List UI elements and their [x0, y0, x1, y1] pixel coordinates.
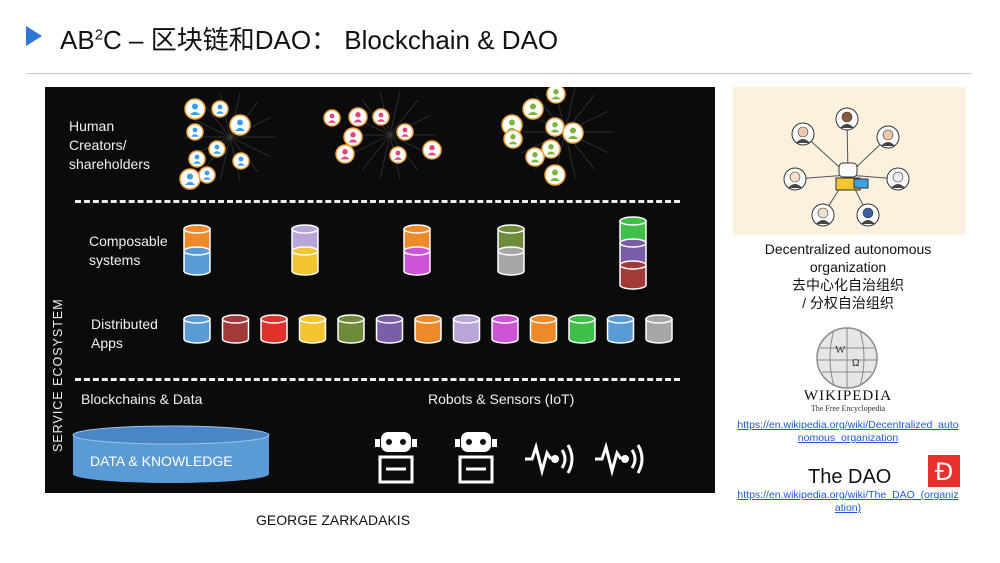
- distributed-app-cylinder: [645, 314, 673, 344]
- wikipedia-globe-icon: W Ω: [810, 326, 884, 395]
- network-line: [389, 99, 419, 136]
- title-superscript: 2: [94, 26, 104, 44]
- robot-icon: [375, 432, 417, 484]
- member-avatar-icon: [886, 167, 910, 191]
- dao-network-illustration: [733, 87, 966, 235]
- distributed-app-cylinder: [221, 314, 250, 344]
- pink-person-icon: [323, 109, 341, 127]
- composable-cylinder: [291, 246, 319, 276]
- composable-cylinder: [183, 246, 211, 276]
- network-line: [349, 134, 391, 155]
- distributed-app-cylinder: [183, 314, 211, 344]
- member-avatar-icon: [791, 122, 815, 146]
- signal-icon: [525, 441, 574, 477]
- distributed-app-cylinder: [298, 314, 327, 344]
- pink-person-icon: [335, 144, 355, 164]
- service-ecosystem-label: SERVICE ECOSYSTEM: [51, 298, 65, 452]
- distributed-app-cylinder: [529, 314, 558, 344]
- network-line: [189, 117, 231, 138]
- distributed-app-cylinder: [568, 314, 596, 344]
- signal-icon: [595, 441, 644, 477]
- blue-person-icon: [188, 150, 206, 168]
- robot-icon: [455, 432, 497, 484]
- data-knowledge-label: DATA & KNOWLEDGE: [90, 453, 233, 469]
- network-line: [219, 136, 231, 181]
- distributed-app-cylinder: [452, 314, 481, 344]
- upper-divider: [75, 200, 680, 203]
- the-dao-logo: Ð: [928, 455, 960, 487]
- title-divider: [26, 73, 972, 74]
- distributed-app-cylinder: [260, 314, 288, 344]
- composable-cylinder: [497, 246, 525, 276]
- green-person-icon: [525, 147, 545, 167]
- distributed-apps-label: Distributed Apps: [91, 316, 158, 351]
- green-person-icon: [562, 122, 584, 144]
- blue-person-icon: [232, 152, 250, 170]
- blue-person-icon: [208, 140, 226, 158]
- title-prefix: AB: [60, 25, 95, 55]
- title-bullet-icon: [26, 26, 42, 46]
- member-avatar-icon: [876, 125, 900, 149]
- green-person-icon: [503, 129, 523, 149]
- diagram-canvas: [72, 87, 673, 484]
- wikipedia-wordmark: WIKIPEDIA: [803, 388, 893, 404]
- slide-title: AB2C – 区块链和DAO： Blockchain & DAO: [60, 20, 558, 57]
- the-dao-wiki-link[interactable]: https://en.wikipedia.org/wiki/The_DAO_(o…: [737, 489, 959, 514]
- network-line: [201, 101, 231, 138]
- blue-person-icon: [229, 114, 251, 136]
- robot-hub-icon: [835, 162, 869, 191]
- svg-text:W: W: [835, 344, 846, 356]
- service-ecosystem-diagram: Human Creators/ shareholders Composable …: [45, 87, 715, 493]
- svg-text:Ω: Ω: [852, 358, 859, 369]
- pink-person-icon: [389, 146, 407, 164]
- title-rest: C – 区块链和DAO： Blockchain & DAO: [103, 25, 559, 55]
- lower-divider: [75, 378, 680, 381]
- green-person-icon: [541, 139, 561, 159]
- composable-cylinder: [403, 246, 431, 276]
- author-credit: GEORGE ZARKADAKIS: [256, 512, 411, 528]
- the-dao-title: The DAO: [808, 466, 892, 488]
- member-avatar-icon: [783, 167, 807, 191]
- wikipedia-dao-link[interactable]: https://en.wikipedia.org/wiki/Decentrali…: [737, 419, 959, 444]
- blue-person-icon: [198, 166, 216, 184]
- member-avatar-icon: [856, 203, 880, 227]
- green-person-icon: [522, 98, 544, 120]
- blue-person-icon: [179, 168, 201, 190]
- blue-person-icon: [186, 123, 204, 141]
- pink-person-icon: [372, 108, 390, 126]
- network-line: [229, 136, 271, 157]
- wikipedia-tagline: The Free Encyclopedia: [810, 404, 886, 413]
- distributed-app-cylinder: [606, 314, 635, 344]
- distributed-app-cylinder: [337, 314, 365, 344]
- slide-header: AB2C – 区块链和DAO： Blockchain & DAO: [0, 0, 1000, 74]
- pink-person-icon: [422, 140, 442, 160]
- network-line: [379, 134, 391, 179]
- network-line: [361, 134, 391, 171]
- distributed-app-cylinder: [491, 314, 519, 344]
- blue-person-icon: [184, 98, 206, 120]
- data-knowledge-database: [72, 425, 270, 483]
- blue-person-icon: [211, 100, 229, 118]
- blockchains-data-label: Blockchains & Data: [81, 391, 203, 407]
- dao-logo-letter: Ð: [935, 458, 954, 486]
- network-canvas: [783, 107, 910, 227]
- pink-person-icon: [343, 127, 363, 147]
- green-person-icon: [546, 87, 566, 104]
- green-person-icon: [544, 164, 566, 186]
- network-line: [389, 91, 401, 136]
- human-creators-label: Human Creators/ shareholders: [69, 118, 150, 172]
- distributed-app-cylinder: [375, 314, 404, 344]
- pink-person-icon: [396, 123, 414, 141]
- member-avatar-icon: [835, 107, 859, 131]
- robots-sensors-label: Robots & Sensors (IoT): [428, 391, 575, 407]
- composable-systems-label: Composable systems: [89, 233, 168, 268]
- composable-cylinder: [619, 260, 647, 290]
- network-line: [564, 87, 576, 133]
- dao-caption: Decentralized autonomous organization 去中…: [764, 241, 932, 311]
- member-avatar-icon: [811, 203, 835, 227]
- distributed-app-cylinder: [414, 314, 442, 344]
- green-person-icon: [545, 117, 565, 137]
- pink-person-icon: [348, 107, 368, 127]
